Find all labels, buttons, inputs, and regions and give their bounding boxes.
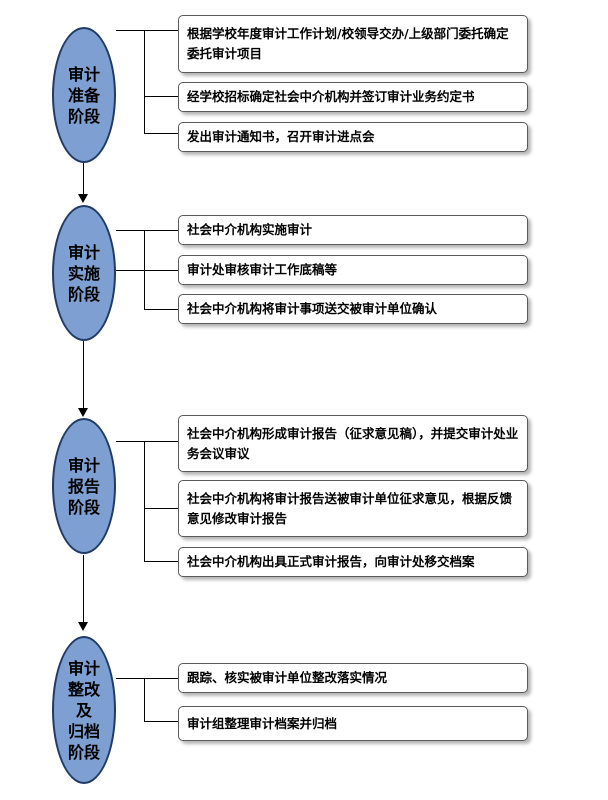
stage-label-line: 审计 bbox=[67, 64, 100, 84]
step-text: 审计组整理审计档案并归档 bbox=[187, 715, 338, 731]
connector-line bbox=[144, 561, 178, 562]
stage-label-line: 归档 bbox=[67, 721, 100, 741]
stage-label-line: 及 bbox=[75, 700, 92, 720]
connector-line bbox=[144, 721, 178, 722]
stage-label-line: 报告 bbox=[67, 476, 100, 496]
step-text: 根据学校年度审计工作计划/校领导交办/上级部门委托确定委托审计项目 bbox=[187, 26, 509, 61]
step-text: 社会中介机构出具正式审计报告，向审计处移交档案 bbox=[187, 554, 475, 569]
stage-label-line: 阶段 bbox=[67, 284, 100, 304]
connector-line bbox=[116, 30, 145, 31]
connector-line bbox=[144, 508, 178, 509]
stage-label-line: 审计 bbox=[67, 455, 100, 475]
stage-label-line: 阶段 bbox=[67, 497, 100, 517]
flow-arrowhead bbox=[78, 408, 88, 417]
stage-label-line: 实施 bbox=[67, 263, 100, 283]
step-text: 跟踪、核实被审计单位整改落实情况 bbox=[187, 670, 388, 685]
stage-node-report: 审计 报告 阶段 bbox=[52, 418, 116, 554]
connector-line bbox=[144, 96, 178, 97]
step-box: 社会中介机构实施审计 bbox=[178, 215, 528, 245]
stage-label-line: 审计 bbox=[67, 242, 100, 262]
flow-arrow-shaft bbox=[83, 555, 84, 624]
stage-bracket-vertical bbox=[144, 30, 145, 134]
step-box: 经学校招标确定社会中介机构并签订审计业务约定书 bbox=[178, 82, 528, 112]
stage-label-line: 整改 bbox=[67, 679, 100, 699]
stage-label-line: 准备 bbox=[67, 85, 100, 105]
connector-line bbox=[116, 230, 145, 231]
step-box: 审计组整理审计档案并归档 bbox=[178, 706, 528, 741]
step-box: 社会中介机构形成审计报告（征求意见稿），并提交审计处业务会议审议 bbox=[178, 415, 528, 472]
stage-label-line: 阶段 bbox=[67, 106, 100, 126]
step-box: 审计处审核审计工作底稿等 bbox=[178, 255, 528, 285]
flow-arrowhead bbox=[78, 194, 88, 203]
step-text: 社会中介机构将审计报告送被审计单位征求意见，根据反馈意见修改审计报告 bbox=[187, 490, 513, 526]
stage-node-preparation: 审计 准备 阶段 bbox=[52, 27, 116, 163]
connector-line bbox=[144, 30, 178, 31]
step-box: 社会中介机构出具正式审计报告，向审计处移交档案 bbox=[178, 547, 528, 577]
step-text: 社会中介机构形成审计报告（征求意见稿），并提交审计处业务会议审议 bbox=[187, 425, 519, 461]
step-box: 发出审计通知书，召开审计进点会 bbox=[178, 122, 528, 152]
step-text: 审计处审核审计工作底稿等 bbox=[187, 262, 338, 277]
stage-bracket-vertical bbox=[144, 441, 145, 562]
connector-line bbox=[116, 441, 178, 442]
stage-label: 审计 准备 阶段 bbox=[68, 64, 100, 127]
connector-line bbox=[116, 270, 178, 271]
connector-line bbox=[144, 230, 178, 231]
step-box: 根据学校年度审计工作计划/校领导交办/上级部门委托确定委托审计项目 bbox=[178, 15, 528, 73]
step-box: 社会中介机构将审计报告送被审计单位征求意见，根据反馈意见修改审计报告 bbox=[178, 480, 528, 537]
connector-line bbox=[116, 678, 178, 679]
flow-arrow-shaft bbox=[83, 341, 84, 410]
connector-line bbox=[144, 309, 178, 310]
step-box: 跟踪、核实被审计单位整改落实情况 bbox=[178, 663, 528, 693]
stage-label: 审计 实施 阶段 bbox=[68, 242, 100, 305]
connector-line bbox=[144, 133, 178, 134]
flow-arrowhead bbox=[78, 622, 88, 631]
flow-arrow-shaft bbox=[83, 163, 84, 196]
stage-label-line: 审计 bbox=[67, 658, 100, 678]
step-text: 社会中介机构实施审计 bbox=[187, 222, 313, 237]
stage-label: 审计 整改 及 归档 阶段 bbox=[68, 658, 100, 763]
step-text: 社会中介机构将审计事项送交被审计单位确认 bbox=[187, 301, 438, 316]
step-text: 经学校招标确定社会中介机构并签订审计业务约定书 bbox=[187, 89, 475, 104]
stage-node-implementation: 审计 实施 阶段 bbox=[52, 205, 116, 341]
step-box: 社会中介机构将审计事项送交被审计单位确认 bbox=[178, 294, 528, 324]
stage-label: 审计 报告 阶段 bbox=[68, 455, 100, 518]
step-text: 发出审计通知书，召开审计进点会 bbox=[187, 129, 375, 144]
stage-bracket-vertical bbox=[144, 678, 145, 722]
stage-node-rectification-archiving: 审计 整改 及 归档 阶段 bbox=[52, 636, 116, 784]
stage-label-line: 阶段 bbox=[67, 742, 100, 762]
